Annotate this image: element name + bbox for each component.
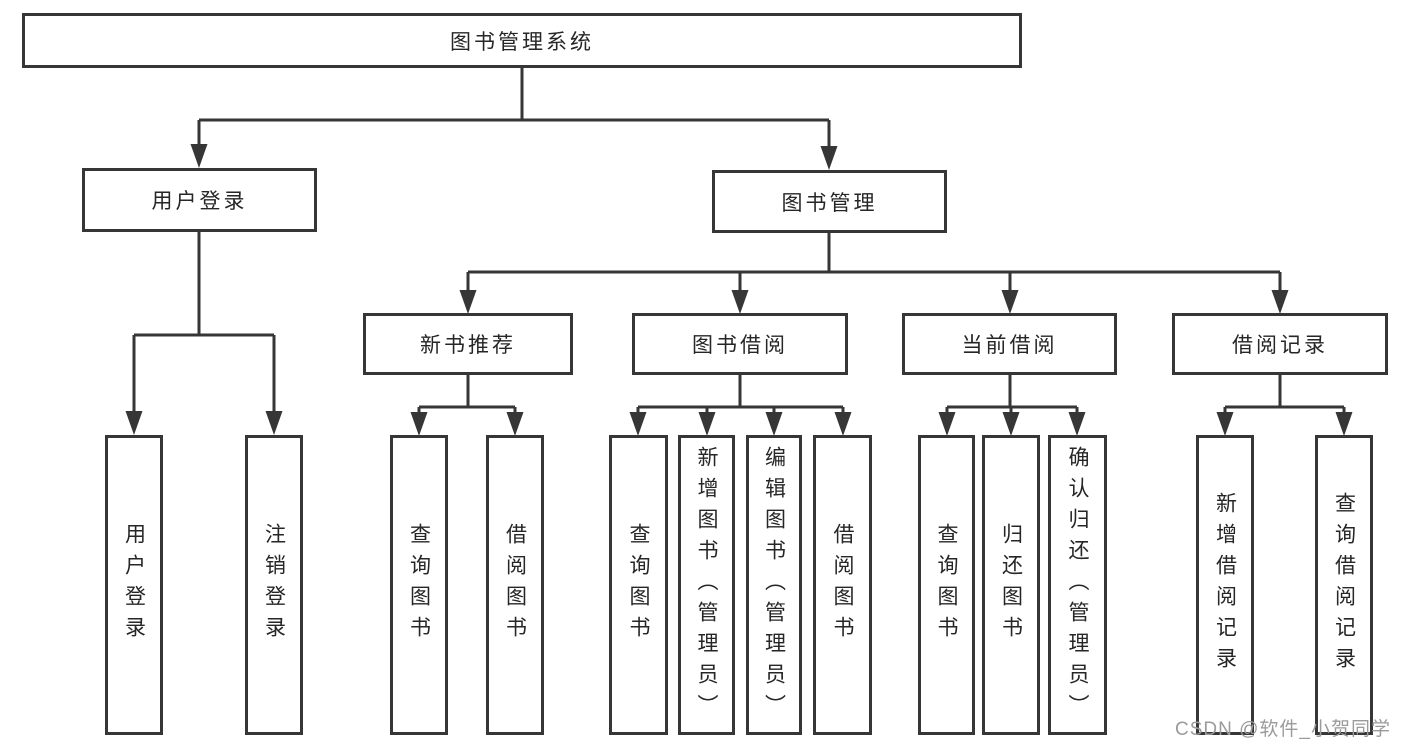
leaf-logout-label: 注销登录 (262, 523, 286, 647)
node-new-book-recommendation: 新书推荐 (363, 313, 573, 375)
leaf-user-login-label: 用户登录 (122, 523, 146, 647)
leaf-search-borrow-record-label: 查询借阅记录 (1332, 492, 1356, 678)
node-user-login: 用户登录 (82, 168, 317, 232)
leaf-search-borrow-record: 查询借阅记录 (1315, 435, 1373, 735)
node-book-management: 图书管理 (712, 170, 947, 233)
leaf-return-books-label: 归还图书 (999, 523, 1023, 647)
leaf-borrow-books-recommend: 借阅图书 (486, 435, 544, 735)
node-borrowing-records: 借阅记录 (1172, 313, 1388, 375)
leaf-search-books-current: 查询图书 (918, 435, 975, 735)
node-new-book-recommendation-label: 新书推荐 (420, 334, 516, 357)
leaf-add-borrow-record: 新增借阅记录 (1196, 435, 1254, 735)
leaf-search-books-borrowing-label: 查询图书 (627, 523, 650, 647)
node-current-borrowing-label: 当前借阅 (961, 334, 1058, 357)
leaf-add-borrow-record-label: 新增借阅记录 (1213, 492, 1237, 678)
leaf-search-books-recommend-label: 查询图书 (407, 523, 431, 647)
leaf-confirm-return-admin-label: 确认归还（管理员） (1066, 445, 1089, 725)
node-book-management-label: 图书管理 (781, 191, 878, 215)
node-book-borrowing: 图书借阅 (632, 313, 848, 375)
leaf-user-login: 用户登录 (105, 435, 163, 735)
leaf-add-books-admin: 新增图书（管理员） (678, 435, 735, 735)
leaf-borrow-books-recommend-label: 借阅图书 (503, 523, 527, 647)
leaf-edit-books-admin-label: 编辑图书（管理员） (762, 445, 786, 725)
leaf-borrow-books-borrowing: 借阅图书 (813, 435, 872, 735)
leaf-search-books-borrowing: 查询图书 (609, 435, 668, 735)
leaf-logout: 注销登录 (245, 435, 303, 735)
leaf-return-books: 归还图书 (982, 435, 1040, 735)
node-book-borrowing-label: 图书借阅 (692, 334, 788, 357)
leaf-search-books-current-label: 查询图书 (935, 523, 958, 647)
leaf-borrow-books-borrowing-label: 借阅图书 (831, 523, 854, 647)
node-borrowing-records-label: 借阅记录 (1232, 334, 1328, 357)
node-user-login-label: 用户登录 (151, 190, 248, 213)
node-library-management-system: 图书管理系统 (22, 13, 1022, 68)
leaf-confirm-return-admin: 确认归还（管理员） (1048, 435, 1107, 735)
leaf-add-books-admin-label: 新增图书（管理员） (695, 445, 718, 725)
node-library-management-system-label: 图书管理系统 (450, 30, 594, 54)
leaf-search-books-recommend: 查询图书 (390, 435, 448, 735)
leaf-edit-books-admin: 编辑图书（管理员） (746, 435, 802, 735)
arrowheads (125, 144, 1353, 436)
watermark-text: CSDN @软件_小贺同学 (1175, 719, 1391, 740)
node-current-borrowing: 当前借阅 (902, 313, 1117, 375)
